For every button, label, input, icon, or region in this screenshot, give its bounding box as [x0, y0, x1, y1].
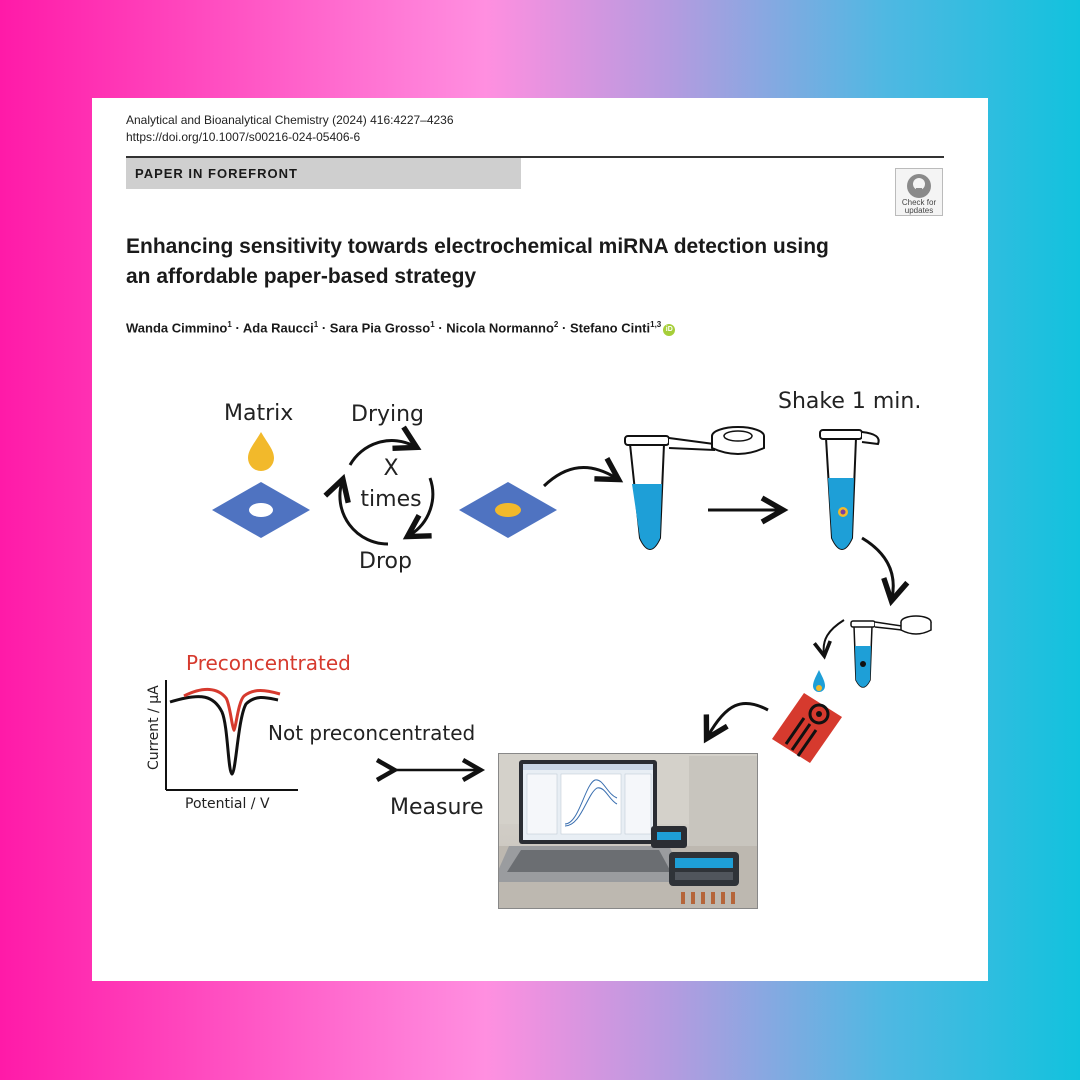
- paper-pad-spot: [249, 503, 273, 517]
- author-name[interactable]: Stefano Cinti: [569, 320, 651, 336]
- graphical-abstract: Matrix Drying X times Drop Sha: [146, 389, 932, 820]
- author-name[interactable]: Sara Pia Grosso: [329, 320, 431, 336]
- drying-label: Drying: [351, 402, 424, 427]
- laptop-illustration: [499, 754, 757, 908]
- cycle-x-label: X: [383, 456, 398, 481]
- check-updates-line1: Check for: [901, 198, 937, 207]
- yellow-drop-icon: [248, 432, 274, 471]
- shake-label: Shake 1 min.: [778, 389, 921, 414]
- cycle-arrows-icon: [323, 425, 435, 546]
- check-updates-line2: updates: [904, 206, 934, 215]
- matrix-label: Matrix: [224, 401, 293, 426]
- journal-header: Analytical and Bioanalytical Chemistry (…: [126, 112, 454, 146]
- arrow-down-curve: [861, 536, 910, 607]
- not-preconcentrated-label: Not preconcentrated: [268, 721, 475, 745]
- section-banner: PAPER IN FOREFRONT: [126, 158, 521, 189]
- check-updates-label: Check for updates: [896, 199, 942, 215]
- check-for-updates-button[interactable]: Check for updates: [895, 168, 943, 216]
- measure-label: Measure: [390, 795, 484, 820]
- author-separator: ·: [561, 320, 567, 336]
- title-line-2: an affordable paper-based strategy: [126, 265, 477, 288]
- paper-page: Analytical and Bioanalytical Chemistry (…: [92, 98, 988, 981]
- header-rule: [126, 156, 944, 158]
- author-list: Wanda Cimmino1 · Ada Raucci1 · Sara Pia …: [126, 320, 676, 337]
- author-name[interactable]: Ada Raucci: [242, 320, 314, 336]
- cycle-times-label: times: [360, 487, 421, 512]
- journal-citation: Analytical and Bioanalytical Chemistry (…: [126, 113, 454, 127]
- arrow-to-electrode: [812, 619, 845, 660]
- author-name[interactable]: Nicola Normanno: [446, 320, 554, 336]
- preconcentrated-label: Preconcentrated: [186, 651, 351, 675]
- drop-label: Drop: [359, 549, 412, 574]
- arrow-to-tube: [542, 457, 624, 488]
- tube-closed-icon: [819, 429, 880, 550]
- author-affiliation: 1: [430, 320, 435, 329]
- doi-link[interactable]: https://doi.org/10.1007/s00216-024-05406…: [126, 130, 361, 144]
- x-axis-label: Potential / V: [185, 796, 270, 812]
- not-preconcentrated-curve: [169, 695, 279, 776]
- arrow-to-laptop: [703, 701, 769, 744]
- author-affiliation: 1,3: [650, 320, 662, 329]
- author-separator: ·: [321, 320, 327, 336]
- small-tube-icon: [850, 615, 932, 688]
- lab-setup-photo: [498, 753, 758, 909]
- loaded-spot: [495, 503, 521, 517]
- check-updates-icon: [907, 174, 931, 198]
- electrode-icon: [772, 670, 842, 763]
- author-affiliation: 2: [553, 320, 559, 329]
- author-affiliation: 1: [227, 320, 232, 329]
- orcid-icon[interactable]: iD: [663, 324, 676, 337]
- author-name[interactable]: Wanda Cimmino: [126, 320, 228, 336]
- author-separator: ·: [438, 320, 443, 336]
- preconcentrated-curve: [183, 688, 281, 733]
- article-title: Enhancing sensitivity towards electroche…: [126, 232, 926, 292]
- author-affiliation: 1: [313, 320, 319, 329]
- author-separator: ·: [235, 320, 240, 336]
- tube-open-icon: [624, 426, 765, 550]
- title-line-1: Enhancing sensitivity towards electroche…: [126, 235, 829, 258]
- y-axis-label: Current / µA: [146, 685, 162, 770]
